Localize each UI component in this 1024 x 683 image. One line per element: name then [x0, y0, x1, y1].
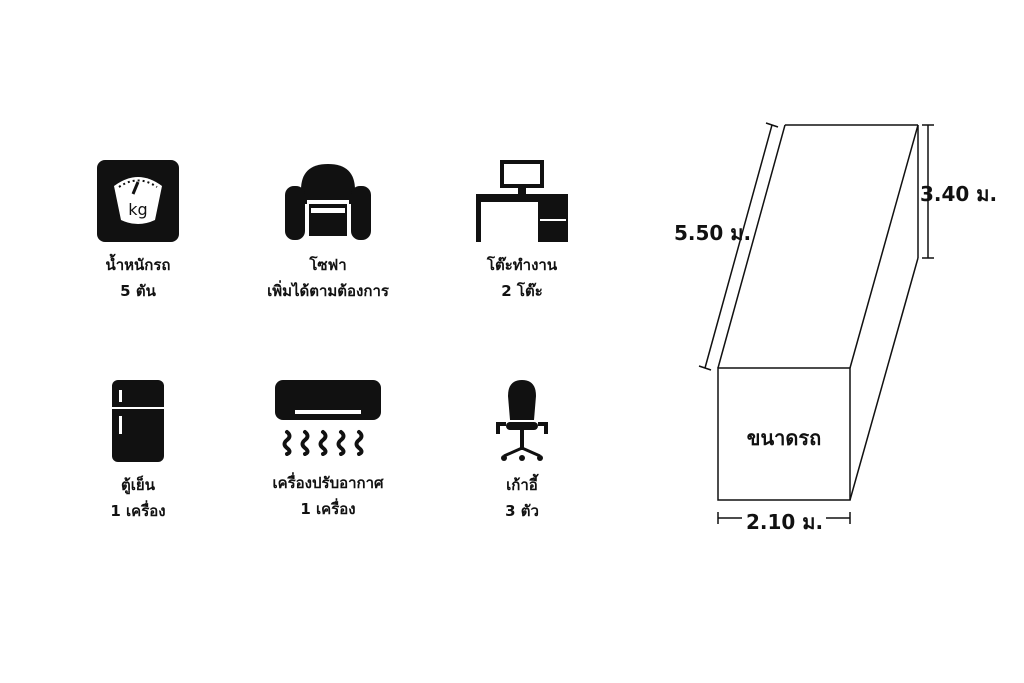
truck-length: 5.50 ม. — [674, 221, 752, 245]
truck-height: 3.40 ม. — [920, 182, 998, 206]
fridge-icon — [112, 380, 164, 462]
item-truck-weight: kg น้ำหนักรถ 5 ตัน — [38, 160, 238, 304]
item-office-chair: เก้าอี้ 3 ตัว — [422, 380, 622, 524]
box-front-face — [717, 367, 851, 501]
item-detail: 2 โต๊ะ — [501, 282, 543, 300]
item-detail: เพิ่มได้ตามต้องการ — [267, 282, 389, 300]
item-detail: 1 เครื่อง — [300, 500, 356, 518]
item-title: ตู้เย็น — [121, 476, 155, 494]
air-conditioner-icon — [275, 380, 381, 456]
item-title: โซฟา — [309, 256, 347, 274]
item-sofa: โซฟา เพิ่มได้ตามต้องการ — [228, 160, 428, 304]
truck-width: 2.10 ม. — [746, 510, 824, 534]
sofa-icon — [285, 164, 371, 240]
length-dimension-line — [704, 124, 773, 369]
item-title: โต๊ะทำงาน — [486, 256, 558, 274]
item-desk: โต๊ะทำงาน 2 โต๊ะ — [422, 160, 622, 304]
office-chair-icon — [496, 380, 548, 461]
item-title: น้ำหนักรถ — [105, 256, 171, 274]
scale-icon: kg — [97, 160, 179, 242]
desk-icon — [476, 160, 568, 242]
item-detail: 5 ตัน — [120, 282, 156, 300]
item-detail: 3 ตัว — [505, 502, 539, 520]
item-fridge: ตู้เย็น 1 เครื่อง — [38, 380, 238, 524]
svg-text:kg: kg — [128, 200, 147, 219]
item-title: เครื่องปรับอากาศ — [272, 474, 384, 492]
item-title: เก้าอี้ — [506, 476, 538, 494]
item-detail: 1 เครื่อง — [110, 502, 166, 520]
item-air-conditioner: เครื่องปรับอากาศ 1 เครื่อง — [228, 380, 428, 522]
truck-size-label: ขนาดรถ — [746, 426, 822, 450]
